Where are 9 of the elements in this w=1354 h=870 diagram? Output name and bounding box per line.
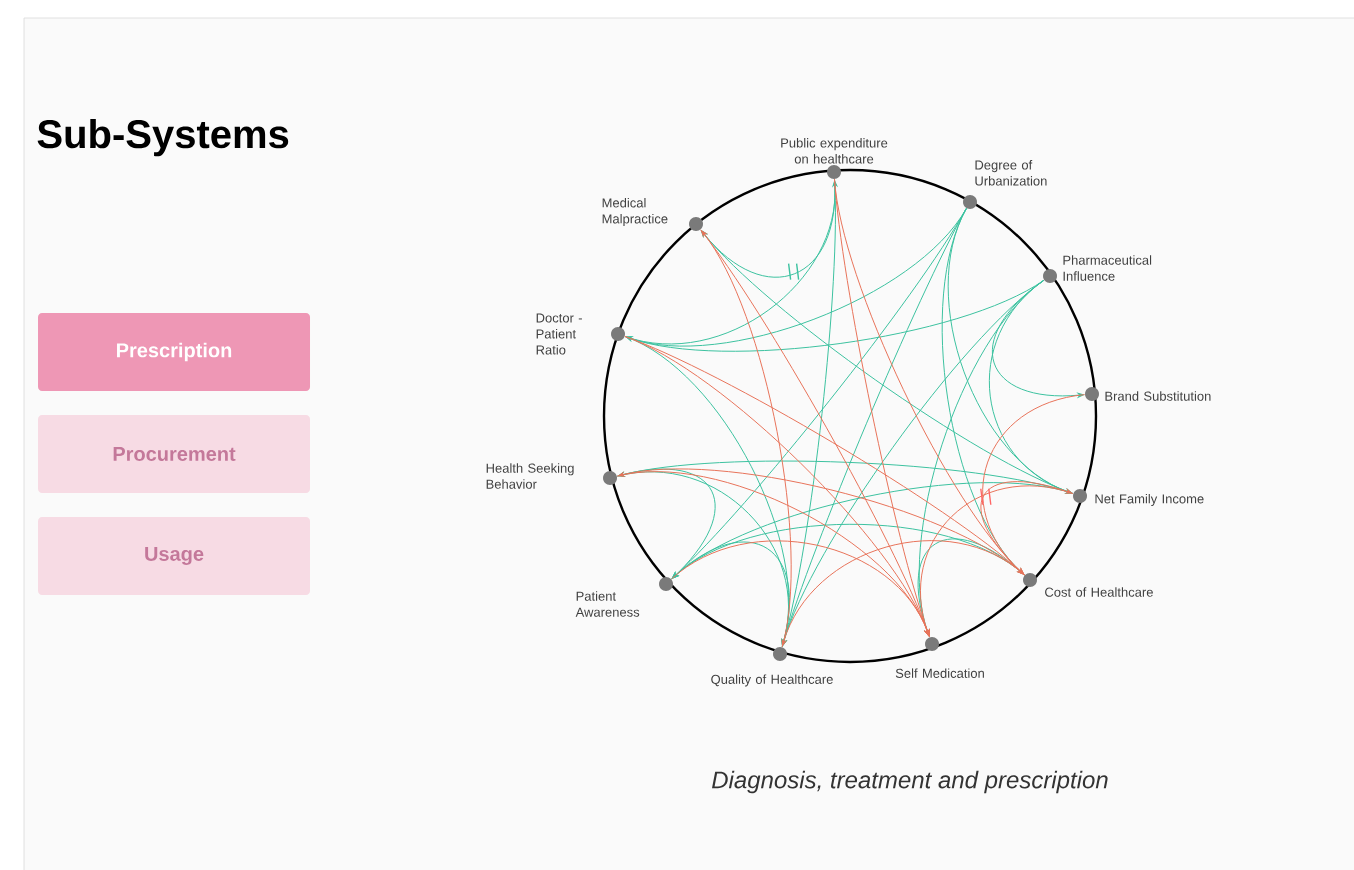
arrow bbox=[982, 394, 1086, 575]
page-title: Sub-Systems bbox=[37, 119, 289, 157]
arrow bbox=[625, 279, 1045, 352]
tab-button: Usage bbox=[38, 517, 310, 595]
tab-button: Procurement bbox=[38, 415, 310, 493]
arrow bbox=[616, 471, 930, 637]
arrow bbox=[980, 481, 1073, 576]
tab-button: Prescription bbox=[38, 313, 310, 391]
caption: Diagnosis, treatment and prescription bbox=[712, 770, 1108, 794]
